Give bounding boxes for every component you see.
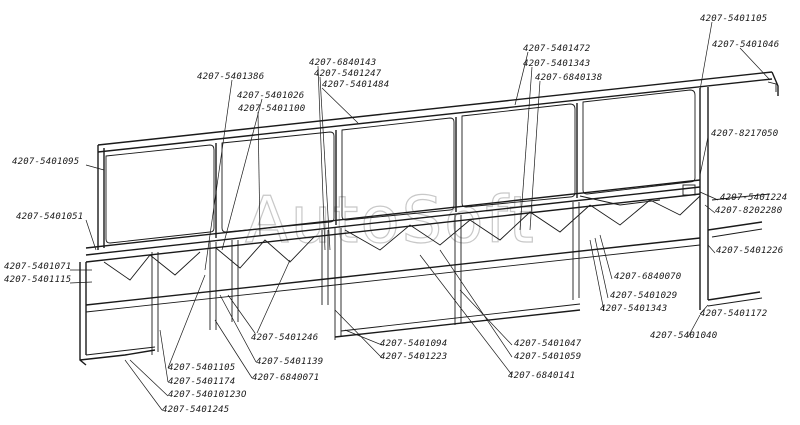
label-4207-5401174: 4207-5401174	[168, 377, 235, 387]
leader-lines	[69, 21, 771, 411]
label-4207-8202280: 4207-8202280	[715, 206, 782, 216]
label-4207-5401386: 4207-5401386	[197, 72, 264, 82]
label-4207-5401246: 4207-5401246	[251, 333, 318, 343]
label-4207-5401040: 4207-5401040	[650, 331, 717, 341]
label-4207-5401029: 4207-5401029	[610, 291, 677, 301]
label-4207-8217050: 4207-8217050	[711, 129, 778, 139]
label-4207-5401046: 4207-5401046	[712, 40, 779, 50]
label-4207-5401094: 4207-5401094	[380, 339, 447, 349]
label-4207-6840138: 4207-6840138	[535, 73, 602, 83]
label-4207-5401047: 4207-5401047	[514, 339, 582, 349]
label-4207-6840143: 4207-6840143	[309, 58, 376, 68]
label-4207-5401172: 4207-5401172	[700, 309, 767, 319]
label-4207-5401139: 4207-5401139	[256, 357, 323, 367]
label-4207-5401224: 4207-5401224	[720, 193, 787, 203]
label-4207-5401472: 4207-5401472	[523, 44, 590, 54]
label-4207-5401105-bottom: 4207-5401105	[168, 363, 235, 373]
frame-structure	[79, 71, 779, 366]
label-4207-5401245: 4207-5401245	[162, 405, 229, 415]
label-4207-5401026: 4207-5401026	[237, 91, 304, 101]
label-4207-5401051: 4207-5401051	[16, 212, 83, 222]
label-4207-5401105-top: 4207-5401105	[700, 14, 767, 24]
label-4207-5401071: 4207-5401071	[4, 262, 71, 272]
label-4207-5401100: 4207-5401100	[238, 104, 305, 114]
label-4207-5401095: 4207-5401095	[12, 157, 79, 167]
label-4207-6840141: 4207-6840141	[508, 371, 575, 381]
label-4207-5401226: 4207-5401226	[716, 246, 783, 256]
label-4207-5401484: 4207-5401484	[322, 80, 389, 90]
label-4207-5401223: 4207-5401223	[380, 352, 447, 362]
label-4207-5401343-top: 4207-5401343	[523, 59, 590, 69]
label-4207-5401247: 4207-5401247	[314, 69, 382, 79]
label-4207-6840070: 4207-6840070	[614, 272, 681, 282]
label-4207-5401343-bottom: 4207-5401343	[600, 304, 667, 314]
label-4207-54010123O: 4207-54010123О	[168, 390, 247, 400]
part-labels: 4207-5401105 4207-5401046 4207-5401472 4…	[4, 14, 787, 415]
label-4207-5401115: 4207-5401115	[4, 275, 71, 285]
label-4207-6840071: 4207-6840071	[252, 373, 319, 383]
label-4207-5401059: 4207-5401059	[514, 352, 581, 362]
